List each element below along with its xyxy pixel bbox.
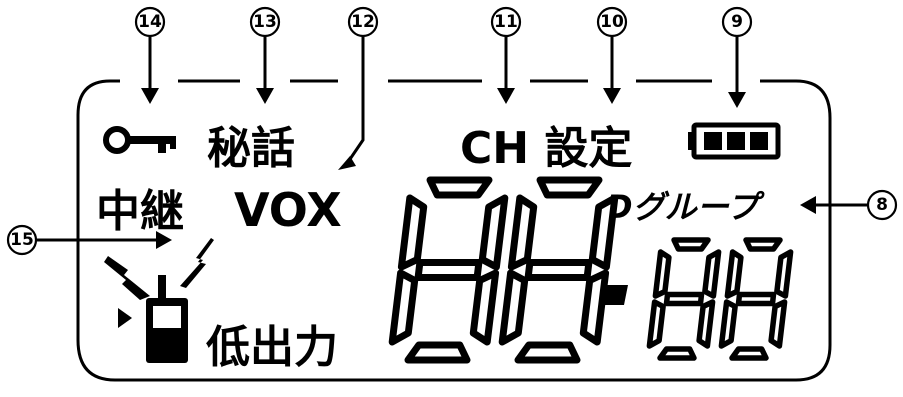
segment-b [702, 249, 722, 299]
segment-e [498, 269, 529, 346]
segment-c [579, 269, 610, 346]
svg-text:8: 8 [876, 195, 888, 215]
svg-text:13: 13 [253, 12, 277, 32]
relay-label: 中継 [96, 186, 184, 237]
battery-icon [688, 122, 781, 160]
segment-digit [498, 176, 619, 364]
segment-a [426, 176, 493, 199]
segment-a [536, 176, 603, 199]
signal-icon [104, 238, 214, 300]
lcd-frame [76, 79, 832, 382]
segment-d [729, 346, 769, 361]
key-icon [103, 126, 176, 154]
low-power-label: 低出力 [206, 322, 338, 373]
segment-d [657, 346, 697, 361]
segment-a [743, 237, 783, 252]
segment-digit [388, 176, 509, 364]
callout-15: 15 [6, 224, 172, 256]
segment-e [646, 299, 666, 349]
segment-f [724, 249, 744, 299]
segment-e [718, 299, 738, 349]
segment-f [397, 194, 428, 271]
callout-10: 10 [596, 6, 628, 104]
segment-b [774, 249, 794, 299]
svg-text:10: 10 [600, 12, 624, 32]
segment-digits [388, 176, 794, 364]
segment-c [696, 299, 716, 349]
segment-f [652, 249, 672, 299]
segment-digit [646, 237, 722, 361]
segment-a [671, 237, 711, 252]
triangle-pointer-icon [118, 308, 132, 328]
svg-text:9: 9 [731, 12, 743, 32]
svg-text:15: 15 [10, 230, 34, 250]
segment-g [524, 259, 593, 281]
svg-text:12: 12 [351, 12, 375, 32]
secret-talk-label: 秘話 [207, 123, 295, 174]
segment-dash [599, 285, 628, 305]
vox-label: VOX [234, 183, 342, 237]
callout-12: 12 [338, 6, 379, 170]
d-group-label: Dグループ [606, 188, 766, 226]
segment-e [388, 269, 419, 346]
svg-text:14: 14 [138, 12, 162, 32]
radio-handset-icon [146, 275, 188, 363]
callout-14: 14 [134, 6, 166, 104]
segment-d [514, 341, 581, 364]
segment-c [768, 299, 788, 349]
callout-13: 13 [249, 6, 281, 104]
svg-text:11: 11 [494, 12, 518, 32]
callout-11: 11 [490, 6, 522, 104]
segment-c [469, 269, 500, 346]
segment-b [588, 194, 619, 271]
callout-9: 9 [721, 6, 753, 108]
segment-g [414, 259, 483, 281]
callout-8: 8 [800, 189, 898, 221]
segment-g [663, 291, 705, 307]
segment-g [735, 291, 777, 307]
segment-d [404, 341, 471, 364]
segment-b [478, 194, 509, 271]
segment-digit [718, 237, 794, 361]
ch-setting-label: CH 設定 [460, 123, 632, 174]
segment-f [507, 194, 538, 271]
